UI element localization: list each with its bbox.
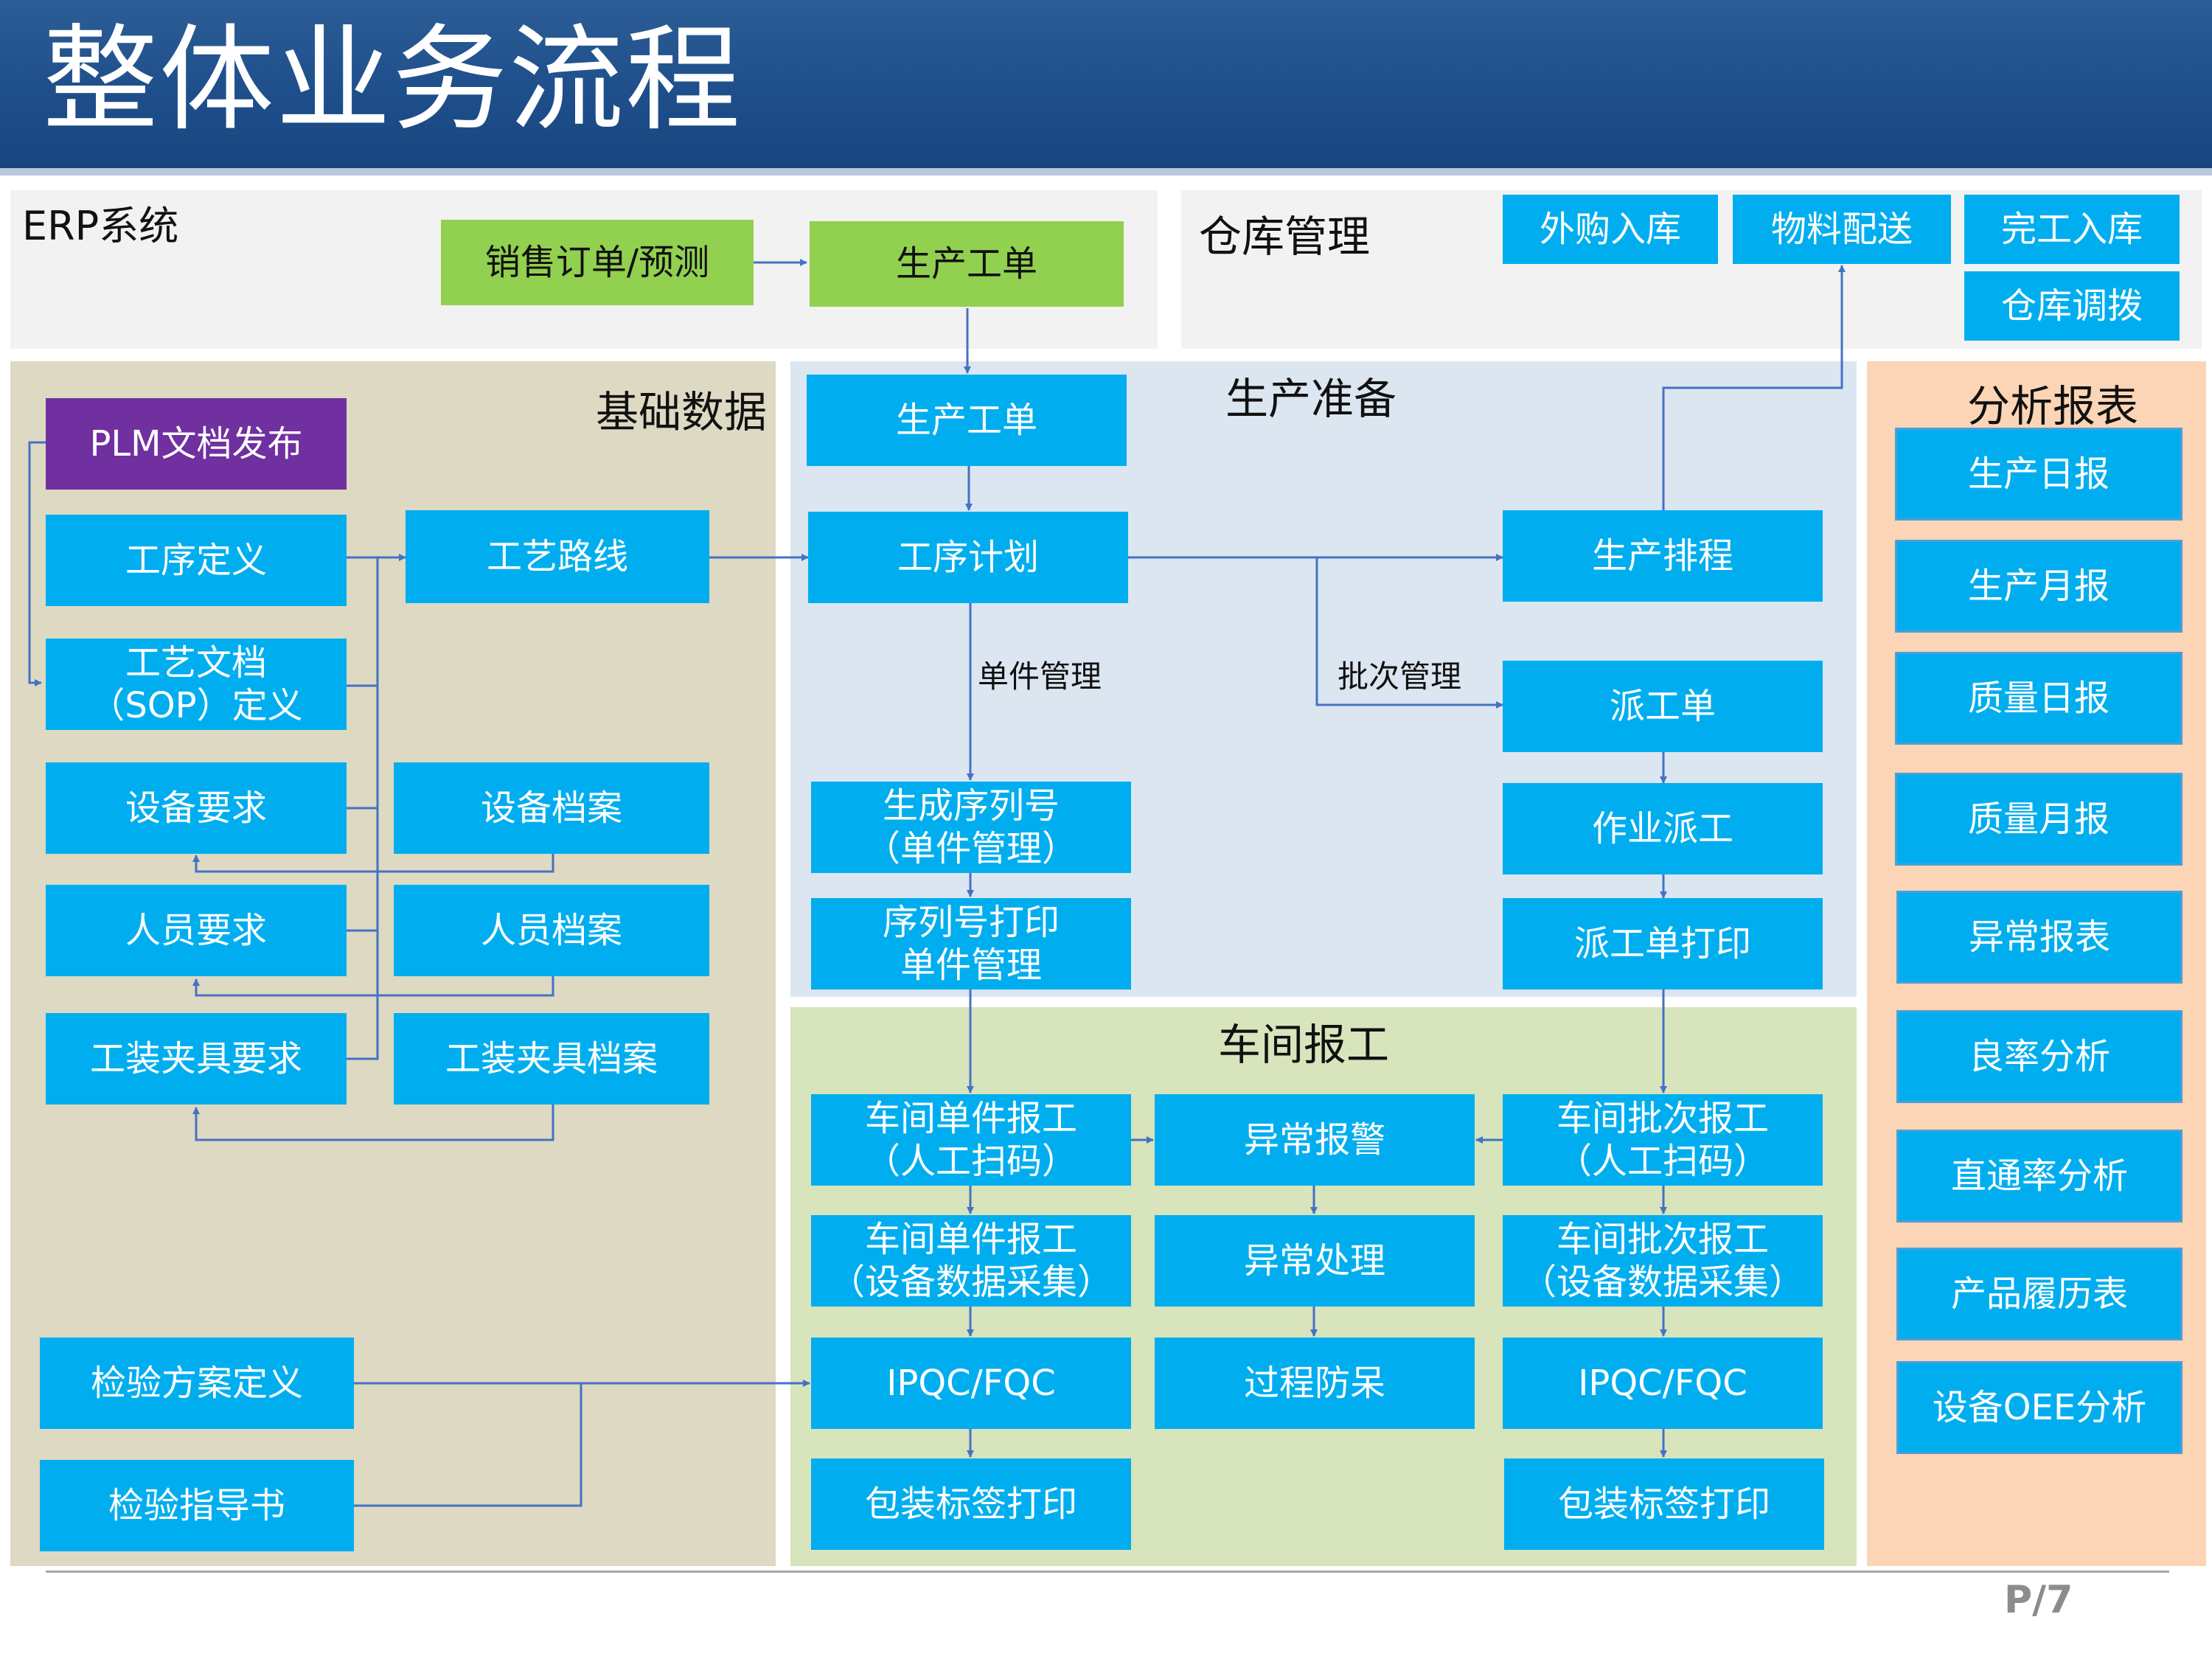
exception-handling-box[interactable]: 异常处理 bbox=[1155, 1215, 1475, 1307]
report-first-pass-yield[interactable]: 直通率分析 bbox=[1896, 1130, 2183, 1222]
routing-box[interactable]: 工艺路线 bbox=[406, 510, 709, 603]
report-yield-analysis[interactable]: 良率分析 bbox=[1896, 1010, 2183, 1103]
single-management-label: 单件管理 bbox=[978, 658, 1102, 695]
staff-requirement-box[interactable]: 人员要求 bbox=[46, 885, 347, 976]
process-plan-box[interactable]: 工序计划 bbox=[808, 512, 1128, 603]
ipqc-batch-box[interactable]: IPQC/FQC bbox=[1503, 1338, 1823, 1429]
prep-work-order-box[interactable]: 生产工单 bbox=[807, 375, 1127, 466]
page-number: P/7 bbox=[2004, 1578, 2073, 1622]
header-divider bbox=[0, 168, 2212, 175]
report-monthly-quality[interactable]: 质量月报 bbox=[1895, 773, 2183, 866]
report-label: 分析报表 bbox=[1967, 381, 2139, 431]
pack-label-single-box[interactable]: 包装标签打印 bbox=[811, 1458, 1131, 1550]
header-bar bbox=[0, 0, 2212, 168]
serial-generate-box[interactable]: 生成序列号 （单件管理） bbox=[811, 782, 1131, 873]
inspection-plan-box[interactable]: 检验方案定义 bbox=[40, 1338, 354, 1429]
pack-label-batch-box[interactable]: 包装标签打印 bbox=[1504, 1458, 1824, 1550]
ipqc-single-box[interactable]: IPQC/FQC bbox=[811, 1338, 1131, 1429]
fixture-requirement-box[interactable]: 工装夹具要求 bbox=[46, 1013, 347, 1105]
dispatch-order-box[interactable]: 派工单 bbox=[1503, 661, 1823, 752]
footer-divider bbox=[46, 1571, 2169, 1573]
report-equipment-oee[interactable]: 设备OEE分析 bbox=[1896, 1361, 2183, 1454]
poka-yoke-box[interactable]: 过程防呆 bbox=[1155, 1338, 1475, 1429]
report-monthly-production[interactable]: 生产月报 bbox=[1895, 540, 2183, 633]
report-daily-quality[interactable]: 质量日报 bbox=[1895, 652, 2183, 745]
warehouse-label: 仓库管理 bbox=[1199, 212, 1371, 262]
single-manual-report-box[interactable]: 车间单件报工 （人工扫码） bbox=[811, 1094, 1131, 1186]
inspection-guide-box[interactable]: 检验指导书 bbox=[40, 1460, 354, 1551]
erp-label: ERP系统 bbox=[22, 203, 179, 249]
exception-alarm-box[interactable]: 异常报警 bbox=[1155, 1094, 1475, 1186]
equipment-file-box[interactable]: 设备档案 bbox=[394, 762, 709, 854]
batch-auto-report-box[interactable]: 车间批次报工 （设备数据采集） bbox=[1503, 1215, 1823, 1307]
process-definition-box[interactable]: 工序定义 bbox=[46, 515, 347, 606]
schedule-box[interactable]: 生产排程 bbox=[1503, 510, 1823, 602]
sop-definition-box[interactable]: 工艺文档 （SOP）定义 bbox=[46, 639, 347, 730]
prep-label: 生产准备 bbox=[1225, 374, 1397, 424]
equipment-requirement-box[interactable]: 设备要求 bbox=[46, 762, 347, 854]
erp-work-order-box[interactable]: 生产工单 bbox=[810, 221, 1124, 307]
purchase-in-box[interactable]: 外购入库 bbox=[1503, 195, 1718, 264]
fixture-file-box[interactable]: 工装夹具档案 bbox=[394, 1013, 709, 1105]
page-title: 整体业务流程 bbox=[43, 13, 742, 147]
serial-print-box[interactable]: 序列号打印 单件管理 bbox=[811, 898, 1131, 990]
single-auto-report-box[interactable]: 车间单件报工 （设备数据采集） bbox=[811, 1215, 1131, 1307]
shop-label: 车间报工 bbox=[1218, 1020, 1390, 1070]
report-daily-production[interactable]: 生产日报 bbox=[1895, 428, 2183, 521]
base-data-label: 基础数据 bbox=[596, 387, 768, 437]
material-delivery-box[interactable]: 物料配送 bbox=[1733, 195, 1951, 264]
finish-in-box[interactable]: 完工入库 bbox=[1964, 195, 2180, 264]
plm-publish-box[interactable]: PLM文档发布 bbox=[46, 398, 347, 490]
batch-manual-report-box[interactable]: 车间批次报工 （人工扫码） bbox=[1503, 1094, 1823, 1186]
sales-order-box[interactable]: 销售订单/预测 bbox=[441, 220, 754, 305]
staff-file-box[interactable]: 人员档案 bbox=[394, 885, 709, 976]
job-dispatch-box[interactable]: 作业派工 bbox=[1503, 783, 1823, 874]
report-product-history[interactable]: 产品履历表 bbox=[1896, 1248, 2183, 1340]
warehouse-transfer-box[interactable]: 仓库调拨 bbox=[1964, 271, 2180, 341]
batch-management-label: 批次管理 bbox=[1338, 658, 1462, 695]
dispatch-print-box[interactable]: 派工单打印 bbox=[1503, 898, 1823, 990]
report-exception[interactable]: 异常报表 bbox=[1896, 891, 2183, 984]
